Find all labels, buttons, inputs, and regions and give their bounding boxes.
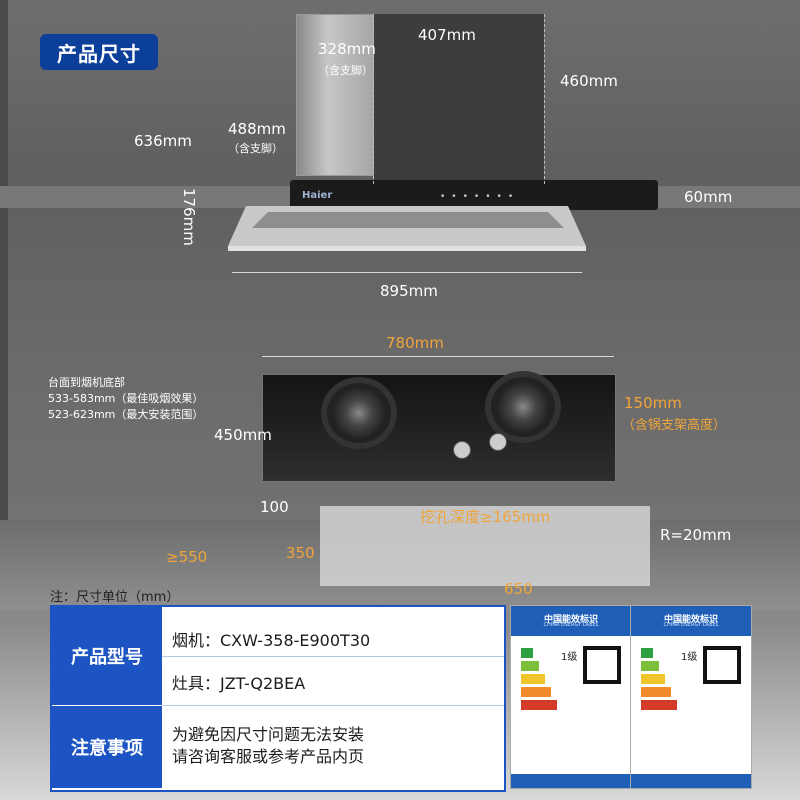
hood-chimney bbox=[296, 14, 376, 176]
dim-radius: R=20mm bbox=[660, 526, 732, 544]
qr-code-icon bbox=[703, 646, 741, 684]
model-header: 产品型号 bbox=[52, 607, 162, 705]
dim-636: 636mm bbox=[134, 132, 192, 150]
right-knob bbox=[489, 433, 507, 451]
dim-328: 328mm bbox=[318, 40, 376, 58]
dim-150: 150mm bbox=[624, 394, 682, 412]
dim-895: 895mm bbox=[380, 282, 438, 300]
energy-label-2: 中国能效标识 CHINA ENERGY LABEL 1级 bbox=[630, 605, 752, 789]
section-badge: 产品尺寸 bbox=[40, 34, 158, 70]
dim-100: 100 bbox=[260, 498, 289, 516]
dim-488-note: （含支脚） bbox=[228, 142, 283, 155]
qr-code-icon bbox=[583, 646, 621, 684]
install-line2: 533-583mm（最佳吸烟效果） bbox=[48, 392, 204, 405]
dim-328-note: （含支脚） bbox=[318, 64, 373, 77]
guide-line bbox=[544, 14, 545, 184]
row-divider bbox=[162, 656, 504, 657]
hood-controls: ••••••• bbox=[440, 192, 520, 202]
dim-550: ≥550 bbox=[166, 548, 208, 566]
energy-bars bbox=[521, 648, 557, 710]
guide-line bbox=[373, 14, 374, 184]
right-burner bbox=[485, 371, 561, 443]
dim-407: 407mm bbox=[418, 26, 476, 44]
gas-hob bbox=[262, 371, 616, 482]
dim-460: 460mm bbox=[560, 72, 618, 90]
hood-back-panel bbox=[374, 14, 544, 184]
dim-488: 488mm bbox=[228, 120, 286, 138]
label-subtitle: CHINA ENERGY LABEL bbox=[663, 622, 719, 628]
dim-line-780 bbox=[262, 356, 614, 357]
dim-350: 350 bbox=[286, 544, 315, 562]
dim-650: 650 bbox=[504, 580, 533, 598]
install-line3: 523-623mm（最大安装范围） bbox=[48, 408, 204, 421]
hob-model: 灶具：JZT-Q2BEA bbox=[172, 674, 306, 693]
unit-note: 注：尺寸单位（mm） bbox=[50, 590, 180, 605]
wall-edge bbox=[0, 0, 8, 610]
dim-176: 176mm bbox=[180, 188, 198, 246]
dim-60: 60mm bbox=[684, 188, 733, 206]
hood-lower-body bbox=[228, 206, 586, 251]
energy-label-1: 中国能效标识 CHINA ENERGY LABEL 1级 bbox=[510, 605, 632, 789]
notice-header: 注意事项 bbox=[52, 706, 162, 788]
notice-line1: 为避免因尺寸问题无法安装 bbox=[172, 725, 365, 744]
hood-model: 烟机：CXW-358-E900T30 bbox=[172, 631, 371, 650]
energy-grade: 1级 bbox=[561, 652, 578, 663]
notice-line2: 请咨询客服或参考产品内页 bbox=[172, 747, 365, 766]
energy-grade: 1级 bbox=[681, 652, 698, 663]
label-footer bbox=[631, 774, 751, 788]
hood-control-strip bbox=[290, 180, 658, 210]
install-line1: 台面到烟机底部 bbox=[48, 376, 125, 389]
energy-label-title: 中国能效标识 bbox=[631, 606, 751, 636]
dim-450: 450mm bbox=[214, 426, 272, 444]
brand-logo: Haier bbox=[302, 190, 333, 201]
hole-cutout bbox=[320, 506, 650, 586]
dim-150-note: （含锅支架高度） bbox=[622, 418, 727, 433]
left-knob bbox=[453, 441, 471, 459]
product-info-table: 产品型号 烟机：CXW-358-E900T30 灶具：JZT-Q2BEA 注意事… bbox=[50, 605, 506, 792]
energy-bars bbox=[641, 648, 677, 710]
left-burner bbox=[321, 377, 397, 449]
label-subtitle: CHINA ENERGY LABEL bbox=[543, 622, 599, 628]
row-divider bbox=[162, 705, 504, 706]
energy-label-title: 中国能效标识 bbox=[511, 606, 631, 636]
dim-line-895 bbox=[232, 272, 582, 273]
label-footer bbox=[511, 774, 631, 788]
dim-780: 780mm bbox=[386, 334, 444, 352]
dim-depth-hole: 挖孔深度≥165mm bbox=[420, 508, 551, 526]
